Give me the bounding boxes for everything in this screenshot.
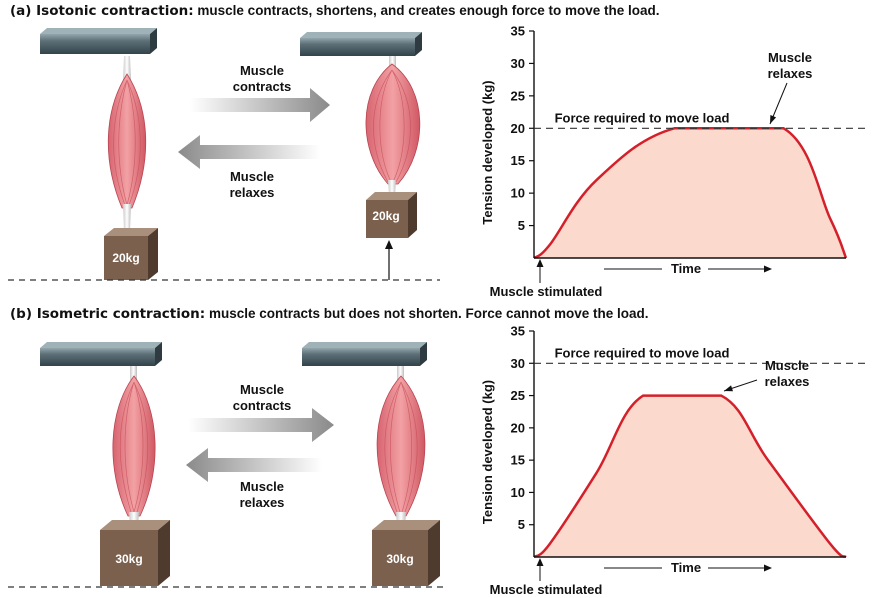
muscle-contracted-b [376,366,426,528]
arrow-relaxes-b: Muscle relaxes [186,448,322,510]
arrow-contracts-b-line1: Muscle [240,382,284,397]
tension-area-fill [534,395,846,557]
support-bar-left-b [40,342,162,366]
y-tick-label: 5 [518,218,525,233]
y-tick-label: 15 [511,453,525,468]
lift-arrow-a [385,240,393,280]
y-tick-label: 35 [511,324,525,339]
x-axis-label: Time [671,261,701,276]
x-axis-label: Time [671,560,701,575]
y-tick-label: 15 [511,153,525,168]
muscle-relaxed-a [107,56,147,232]
arrow-relaxes-b-line2: relaxes [240,495,285,510]
relaxes-arrow-head [724,385,733,392]
panel-a-label: (a) Isotonic contraction: [10,3,194,19]
load-label-left-b: 30kg [115,552,142,566]
relaxes-arrow-head [770,115,777,124]
arrow-contracts-a-line1: Muscle [240,63,284,78]
support-bar-left-a [40,28,157,54]
load-label-right-a: 20kg [372,209,399,223]
arrow-relaxes-a-line1: Muscle [230,169,274,184]
tension-curve [533,127,848,260]
y-tick-label: 30 [511,356,525,371]
arrow-relaxes-a-line2: relaxes [230,185,275,200]
y-axis-label: Tension developed (kg) [480,80,495,224]
stimulated-arrow-head [536,558,544,566]
tension-area-fill [534,128,846,258]
muscle-relaxes-label-line2: relaxes [765,374,810,389]
y-tick-label: 35 [511,24,525,39]
panel-a-description: muscle contracts, shortens, and creates … [197,3,660,18]
arrow-contracts-b: Muscle contracts [188,382,334,442]
muscle-relaxes-label-line1: Muscle [768,50,812,65]
load-label-right-b: 30kg [386,552,413,566]
muscle-relaxes-label-line1: Muscle [765,358,809,373]
arrow-relaxes-b-line1: Muscle [240,479,284,494]
load-box-left-b: 30kg [100,520,170,586]
load-label-left-a: 20kg [112,251,139,265]
y-tick-label: 5 [518,517,525,532]
threshold-label: Force required to move load [555,110,730,125]
muscle-relaxes-label-line2: relaxes [768,66,813,81]
y-tick-label: 10 [511,186,525,201]
y-tick-label: 10 [511,485,525,500]
muscle-contracted-a [365,56,421,196]
tension-curve [533,394,847,559]
y-tick-label: 20 [511,420,525,435]
panel-a-title: (a) Isotonic contraction: muscle contrac… [10,3,660,19]
arrow-contracts-b-line2: contracts [233,398,292,413]
panel-b-description: muscle contracts but does not shorten. F… [208,306,649,321]
support-bar-right-a [300,32,422,56]
load-box-right-b: 30kg [372,520,440,586]
arrow-contracts-a-line2: contracts [233,79,292,94]
muscle-stimulated-label: Muscle stimulated [490,284,603,299]
y-tick-label: 25 [511,388,525,403]
arrow-relaxes-a: Muscle relaxes [178,135,320,200]
muscle-stimulated-label: Muscle stimulated [490,582,603,597]
load-box-right-a: 20kg [366,192,417,238]
arrow-contracts-a: Muscle contracts [190,63,330,122]
load-box-left-a: 20kg [104,228,158,280]
y-tick-label: 30 [511,56,525,71]
y-tick-label: 25 [511,88,525,103]
time-arrow-head [764,265,772,273]
time-arrow-head [764,564,772,572]
y-axis-label: Tension developed (kg) [480,380,495,524]
stimulated-arrow-head [536,259,544,267]
panel-b-illustration: 30kg Muscle contracts Muscle relaxes [8,342,446,588]
support-bar-right-b [302,342,427,366]
muscle-relaxed-b [112,366,156,528]
threshold-label: Force required to move load [555,345,730,360]
panel-b-title: (b) Isometric contraction: muscle contra… [10,306,649,322]
panel-a-illustration: 20kg Muscle contracts Muscle relaxes [8,28,440,281]
panel-b-label: (b) Isometric contraction: [10,306,206,322]
y-tick-label: 20 [511,121,525,136]
